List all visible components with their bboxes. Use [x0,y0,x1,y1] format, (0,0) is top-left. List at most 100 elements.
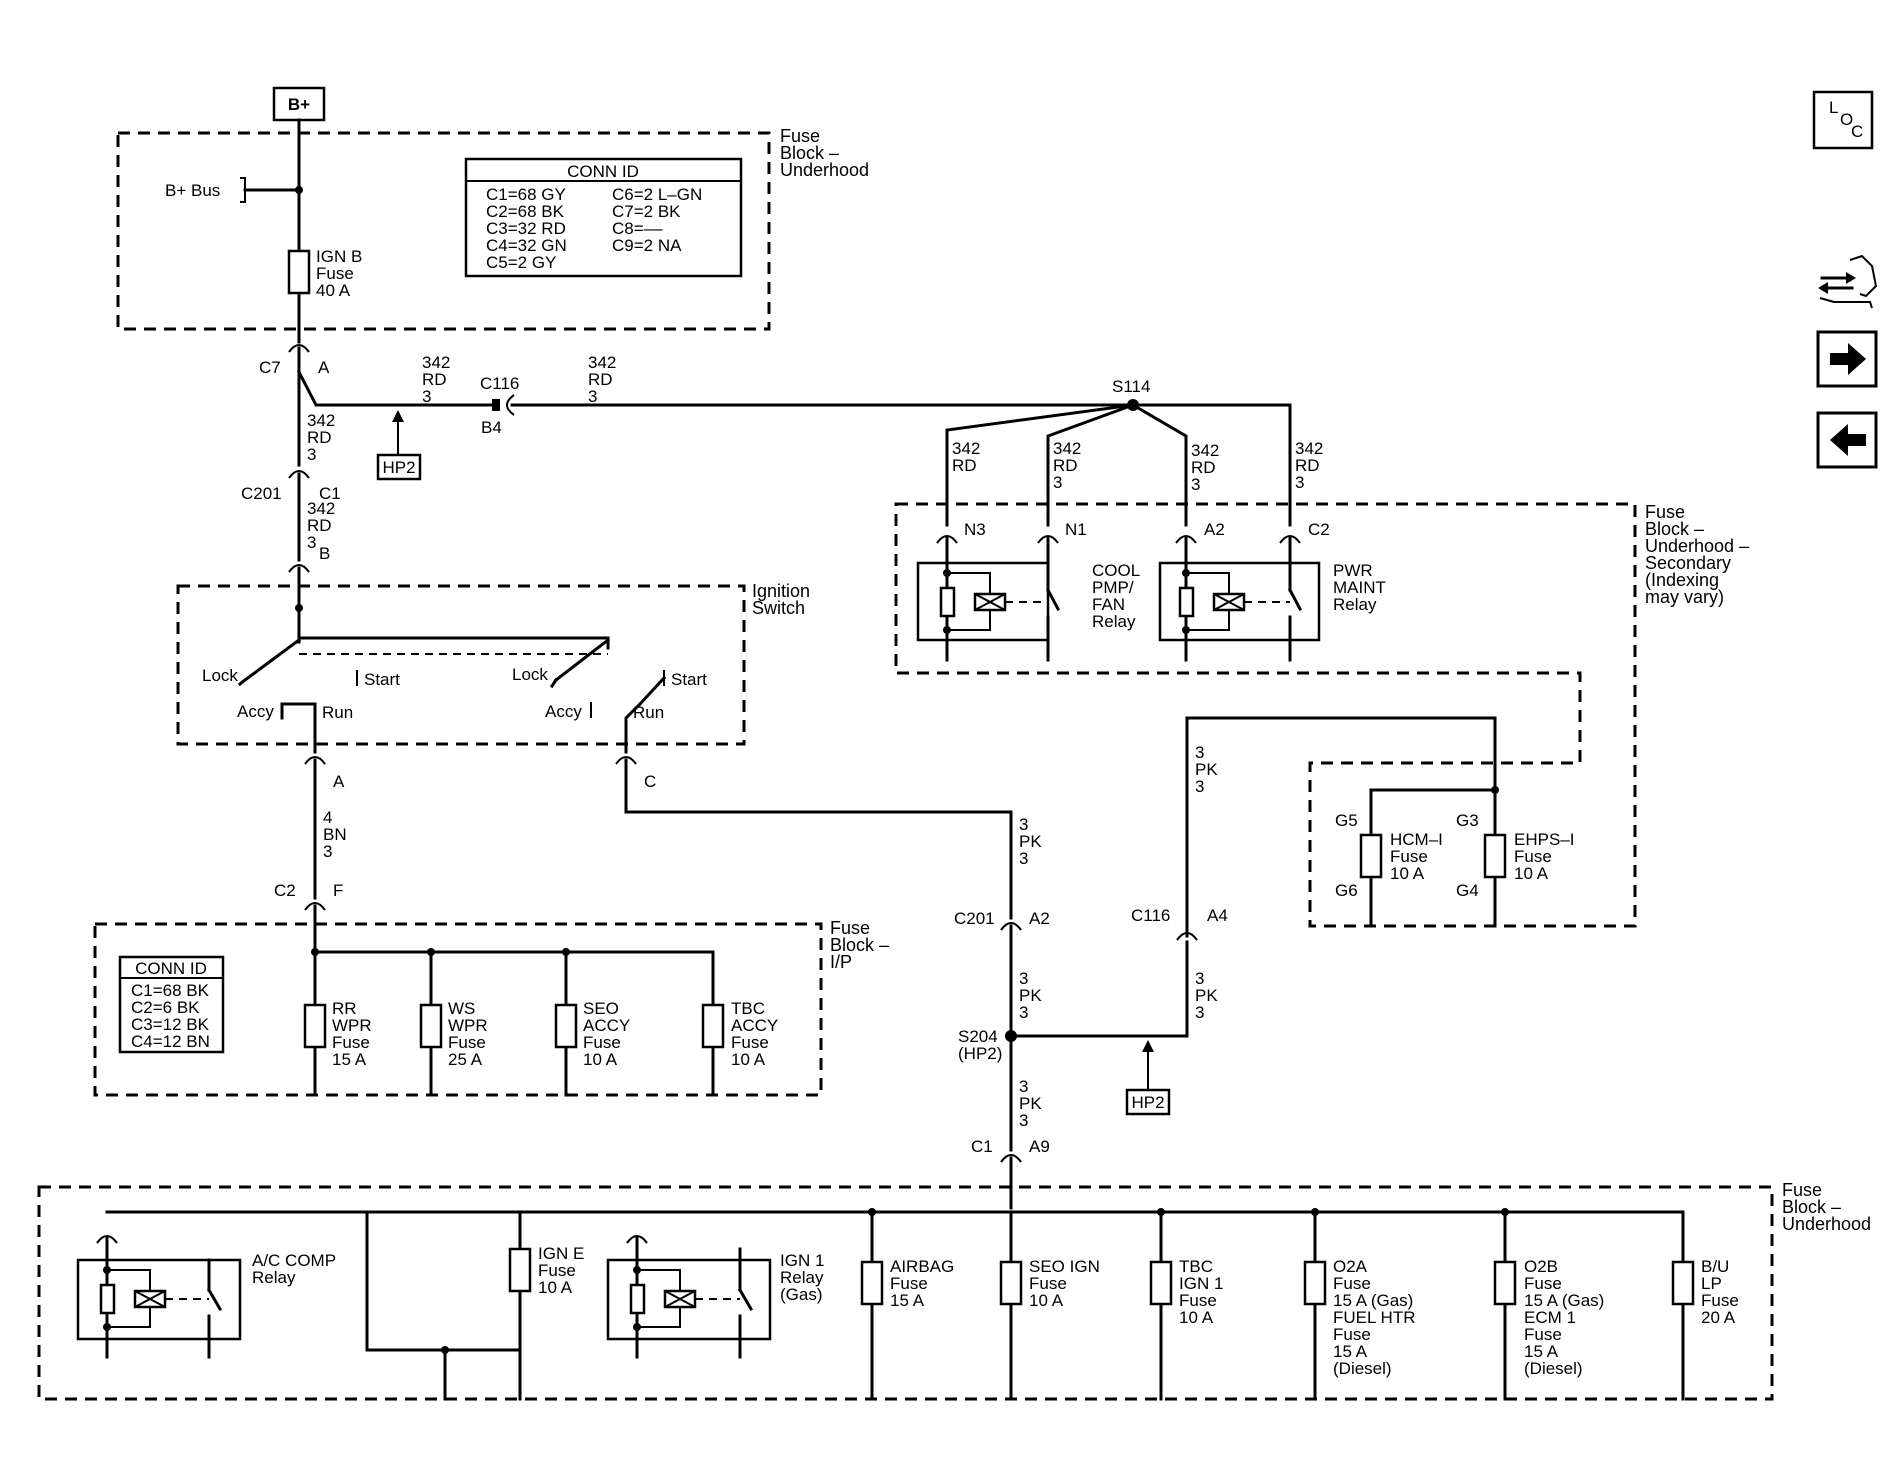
o2a-fuse: O2A Fuse 15 A (Gas) FUEL HTR Fuse 15 A (… [1303,1208,1416,1401]
secondary-title-6: may vary) [1645,587,1724,607]
ehps-label-2: Fuse [1514,847,1552,866]
connector-view-icon[interactable] [1818,254,1878,309]
pwr-maint-relay: PWR MAINT Relay [1158,536,1386,662]
bottom-title-1: Fuse [1782,1180,1822,1200]
loc-button[interactable]: L O C [1812,90,1874,150]
rr-wpr-label-3: Fuse [332,1033,370,1052]
o2b-label-7: (Diesel) [1524,1359,1583,1378]
connector-ign-a: A [304,738,345,900]
tbc-ign1-label-4: 10 A [1179,1308,1214,1327]
conn-id-left-1: C1=68 GY [486,185,566,204]
ign-pin-c: C [644,772,656,791]
ehps-i-fuse: EHPS–I Fuse 10 A G3 G4 [1456,811,1574,900]
c1-pin: A9 [1029,1137,1050,1156]
conn-id-right-1: C6=2 L–GN [612,185,702,204]
previous-page-button[interactable] [1816,411,1878,469]
wire-3pk-b-2: PK [1019,986,1042,1005]
connector-c7: C7 A [259,344,330,377]
seo-accy-label-4: 10 A [583,1050,618,1069]
fuse-block-title-line1: Fuse [780,126,820,146]
seo-ign-label-3: 10 A [1029,1291,1064,1310]
g4-label: G4 [1456,881,1479,900]
bottom-title-3: Underhood [1782,1214,1871,1234]
arrow-right-icon [1830,343,1866,375]
c116-mid-label: C116 [1131,906,1170,925]
next-page-button[interactable] [1816,330,1878,388]
c116-top-label: C116 [480,374,519,393]
wire-342-n1-3: 3 [1053,473,1062,492]
ehps-label-3: 10 A [1514,864,1549,883]
ign-lock-right: Lock [512,665,548,684]
tbc-accy-label-1: TBC [731,999,765,1018]
c1-label: C1 [971,1137,993,1156]
hcm-i-fuse: HCM–I Fuse 10 A G5 G6 [1335,811,1443,900]
bu-lp-label-4: 20 A [1701,1308,1736,1327]
seo-accy-label-3: Fuse [583,1033,621,1052]
o2a-label-5: Fuse [1333,1325,1371,1344]
seo-accy-label-1: SEO [583,999,619,1018]
ignition-switch-title-2: Switch [752,598,805,618]
ign1-relay-label-1: IGN 1 [780,1251,824,1270]
o2b-label-2: Fuse [1524,1274,1562,1293]
wire-342-label-a-2: RD [422,370,447,389]
c201-mid-label: C201 [954,909,995,928]
rr-wpr-label-2: WPR [332,1016,372,1035]
conn-id-table-top: CONN ID C1=68 GY C2=68 BK C3=32 RD C4=32… [464,157,743,278]
wire-3pk-b-3: 3 [1019,1003,1028,1022]
wire-342-a2-3: 3 [1191,475,1200,494]
conn-id-title-top: CONN ID [567,162,639,181]
wire-3pk-a-1: 3 [1019,815,1028,834]
rr-wpr-label-4: 15 A [332,1050,367,1069]
hp2-reference-left: HP2 [376,410,422,481]
wire-3pk-b-1: 3 [1019,969,1028,988]
secondary-title-2: Block – [1645,519,1704,539]
bu-lp-label-1: B/U [1701,1257,1729,1276]
relay1-label-3: FAN [1092,595,1125,614]
seo-accy-fuse: SEO ACCY Fuse 10 A [554,948,630,1097]
c201-top-label: C201 [241,484,282,503]
wire-342-label-c-3: 3 [307,445,316,464]
ip-title-2: Block – [830,935,889,955]
c2-pin: F [333,881,343,900]
splice-s114: S114 [945,377,1292,527]
wire-3pk-a-3: 3 [1019,849,1028,868]
connector-c2: C2 F [274,881,343,954]
g6-label: G6 [1335,881,1358,900]
wire-342-label-c-1: 342 [307,411,335,430]
cool-pmp-fan-relay: COOL PMP/ FAN Relay [916,536,1140,662]
tbc-ign1-label-2: IGN 1 [1179,1274,1223,1293]
ehps-label-1: EHPS–I [1514,830,1574,849]
tbc-accy-label-2: ACCY [731,1016,778,1035]
ac-comp-relay: A/C COMP Relay [76,1235,336,1359]
seo-accy-label-2: ACCY [583,1016,630,1035]
conn-id-table-ip: CONN ID C1=68 BK C2=6 BK C3=12 BK C4=12 … [118,955,225,1054]
loc-letter-l: L [1829,98,1838,117]
pin-a2: A2 [1204,520,1225,539]
ign1-relay-label-3: (Gas) [780,1285,823,1304]
seo-ign-label-2: Fuse [1029,1274,1067,1293]
wire-4bn-1: 4 [323,808,332,827]
ign-run-left: Run [322,703,353,722]
ign-e-label-3: 10 A [538,1278,573,1297]
wire-3pk-a-2: PK [1019,832,1042,851]
ip-conn-id-title: CONN ID [135,959,207,978]
bu-lp-fuse: B/U LP Fuse 20 A [1671,1210,1739,1401]
ign-pin-a: A [333,772,345,791]
hp2-label-left: HP2 [382,458,415,477]
connector-c201-mid: C201 A2 [954,909,1050,1038]
wire-342-c2-3: 3 [1295,473,1304,492]
ws-wpr-fuse: WS WPR Fuse 25 A [419,948,488,1097]
ign-accy-left: Accy [237,702,274,721]
relay1-label-4: Relay [1092,612,1136,631]
fuse-block-title-line2: Block – [780,143,839,163]
wire-342-c2-2: RD [1295,456,1320,475]
ign-b-fuse-symbol [287,249,311,295]
g5-label: G5 [1335,811,1358,830]
wire-342-label-b-3: 3 [588,387,597,406]
o2a-label-6: 15 A [1333,1342,1368,1361]
fuse-block-ip: Fuse Block – I/P CONN ID C1=68 BK C2=6 B… [93,918,889,1097]
conn-id-left-5: C5=2 GY [486,253,556,272]
relay1-label-1: COOL [1092,561,1140,580]
ign-start-left: Start [364,670,400,689]
